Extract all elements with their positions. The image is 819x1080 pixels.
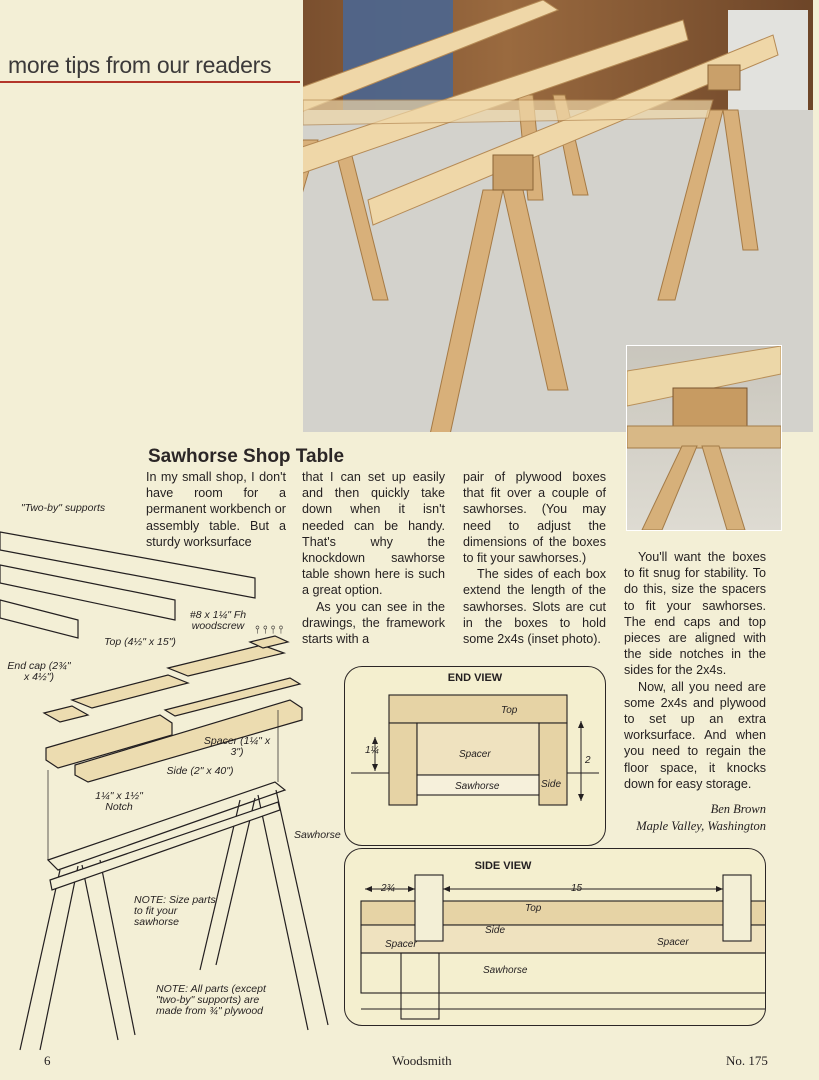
article-column-1: In my small shop, I don't have room for … [146, 469, 286, 550]
label-two-by-supports: "Two-by" supports [20, 502, 106, 514]
paragraph: pair of plywood boxes that fit over a co… [463, 470, 606, 566]
end-view-dim-right: 2 [585, 755, 591, 766]
note-size-parts: NOTE: Size parts to fit your sawhorse [134, 894, 216, 928]
side-view-label-sawhorse: Sawhorse [483, 965, 528, 976]
page-number: 6 [44, 1053, 51, 1068]
paragraph: In my small shop, I don't have room for … [146, 470, 286, 549]
label-woodscrew: #8 x 1¼" Fh woodscrew [189, 609, 247, 632]
side-view-label-spacer-left: Spacer [385, 939, 417, 950]
article-heading: Sawhorse Shop Table [148, 446, 345, 467]
section-title: more tips from our readers [8, 52, 272, 78]
note-plywood: NOTE: All parts (except "two-by" support… [156, 983, 266, 1017]
label-top: Top (4½" x 15") [104, 636, 176, 648]
label-side: Side (2" x 40") [166, 765, 234, 777]
end-view-label-side: Side [541, 779, 562, 790]
side-view-dim-span: 15 [571, 883, 583, 894]
side-view-dim-left: 2¾ [381, 883, 395, 894]
side-view-label-side: Side [485, 925, 506, 936]
issue-number: No. 175 [726, 1053, 768, 1068]
label-notch: 1¼" x 1½" Notch [95, 790, 143, 813]
end-view-label-spacer: Spacer [459, 749, 491, 760]
paragraph: The sides of each box extend the length … [463, 567, 606, 647]
end-view-label-sawhorse: Sawhorse [455, 781, 500, 792]
author-location: Maple Valley, Washington [636, 819, 766, 833]
paragraph: that I can set up easily and then quickl… [302, 470, 445, 598]
side-view-label-spacer-right: Spacer [657, 937, 689, 948]
side-view-panel: SIDE VIEW 2¾ 15 Top Side Spacer Spacer S… [344, 848, 766, 1026]
side-view-title: SIDE VIEW [474, 860, 532, 872]
article-column-2: that I can set up easily and then quickl… [302, 469, 445, 647]
inset-photo [626, 345, 782, 531]
side-view-label-top: Top [525, 903, 542, 914]
label-spacer: Spacer (1¼" x 3") [203, 735, 271, 758]
label-sawhorse: Sawhorse [294, 829, 341, 841]
section-rule [0, 81, 300, 83]
paragraph: Now, all you need are some 2x4s and plyw… [624, 679, 766, 791]
paragraph: As you can see in the drawings, the fram… [302, 599, 445, 647]
article-column-4: You'll want the boxes to fit snug for st… [624, 549, 766, 792]
author-name: Ben Brown [710, 802, 766, 816]
label-end-cap: End cap (2¾" x 4½") [7, 660, 71, 683]
paragraph: You'll want the boxes to fit snug for st… [624, 550, 766, 678]
main-photo [303, 0, 813, 432]
end-view-dim-left: 1¼ [365, 745, 379, 756]
article-column-3: pair of plywood boxes that fit over a co… [463, 469, 606, 647]
magazine-name: Woodsmith [392, 1053, 452, 1068]
exploded-diagram: ⫯ ⫯ ⫯ ⫯ [0, 531, 329, 1051]
end-view-title: END VIEW [447, 672, 503, 684]
end-view-panel: END VIEW Top Spacer Sawhorse Side 1¼ 2 [344, 666, 606, 846]
svg-text:⫯ ⫯ ⫯ ⫯: ⫯ ⫯ ⫯ ⫯ [255, 624, 284, 636]
end-view-label-top: Top [501, 705, 518, 716]
author-signoff: Ben Brown Maple Valley, Washington [624, 801, 766, 835]
